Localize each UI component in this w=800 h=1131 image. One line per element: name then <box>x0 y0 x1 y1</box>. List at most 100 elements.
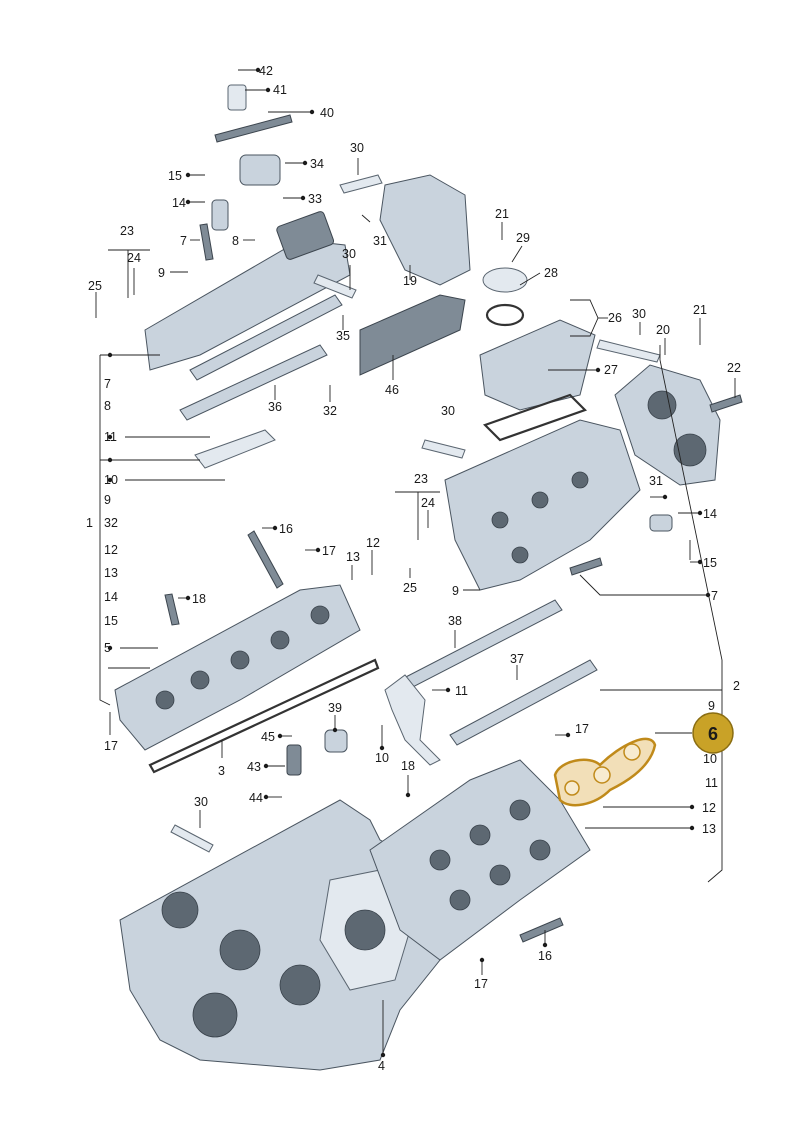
right-cylinder-head-lower <box>369 759 591 961</box>
callout-33[interactable]: 33 <box>308 192 322 206</box>
callout-12-a[interactable]: 12 <box>366 536 380 550</box>
callout-25-a[interactable]: 25 <box>88 279 102 293</box>
callout-23-a[interactable]: 23 <box>120 224 134 238</box>
callout-21-a[interactable]: 21 <box>495 207 509 221</box>
camshafts-right <box>399 599 598 746</box>
bracket-1-item-15[interactable]: 15 <box>104 614 118 628</box>
callout-20[interactable]: 20 <box>656 323 670 337</box>
high-pressure-fuel-pump <box>214 84 293 186</box>
callout-3[interactable]: 3 <box>218 764 225 778</box>
left-cylinder-head <box>114 584 361 751</box>
callout-31-b[interactable]: 31 <box>649 474 663 488</box>
bracket-1-item-11[interactable]: 11 <box>104 430 117 444</box>
callout-9-b[interactable]: 9 <box>452 584 459 598</box>
callout-29[interactable]: 29 <box>516 231 530 245</box>
callout-46[interactable]: 46 <box>385 383 399 397</box>
callout-31-a[interactable]: 31 <box>373 234 387 248</box>
callout-11-b[interactable]: 11 <box>455 684 468 698</box>
bracket-2-item-10[interactable]: 10 <box>703 752 717 766</box>
bolts <box>164 223 743 943</box>
callout-14-b[interactable]: 14 <box>703 507 717 521</box>
bracket-1-item-12[interactable]: 12 <box>104 543 118 557</box>
highlight-badge-6[interactable]: 6 <box>692 712 734 754</box>
callout-37[interactable]: 37 <box>510 652 524 666</box>
highlight-badge-label: 6 <box>708 724 718 744</box>
callout-41[interactable]: 41 <box>273 83 287 97</box>
callout-32-a[interactable]: 32 <box>323 404 337 418</box>
callout-16-b[interactable]: 16 <box>538 949 552 963</box>
sealant-tubes <box>170 174 661 853</box>
callout-45[interactable]: 45 <box>261 730 275 744</box>
callout-42[interactable]: 42 <box>259 64 273 78</box>
bracket-1-item-7[interactable]: 7 <box>104 377 111 391</box>
bracket-2-item-12[interactable]: 12 <box>702 801 716 815</box>
callout-22[interactable]: 22 <box>727 361 741 375</box>
bracket-1-item-32[interactable]: 32 <box>104 516 118 530</box>
callout-19[interactable]: 19 <box>403 274 417 288</box>
callout-30-e[interactable]: 30 <box>194 795 208 809</box>
callout-28[interactable]: 28 <box>544 266 558 280</box>
bracket-2-item-9[interactable]: 9 <box>708 699 715 713</box>
bracket-2-item-13[interactable]: 13 <box>702 822 716 836</box>
callout-39[interactable]: 39 <box>328 701 342 715</box>
callout-25-b[interactable]: 25 <box>403 581 417 595</box>
left-head-gasket <box>148 658 380 774</box>
callout-15-top[interactable]: 15 <box>168 169 182 183</box>
callout-8-top[interactable]: 8 <box>232 234 239 248</box>
callout-17-c[interactable]: 17 <box>575 722 589 736</box>
callout-15-b[interactable]: 15 <box>703 556 717 570</box>
callout-35[interactable]: 35 <box>336 329 350 343</box>
cam-bearing-bridge-left <box>194 429 276 469</box>
engine-block <box>119 799 441 1071</box>
bracket-2-label[interactable]: 2 <box>733 679 740 693</box>
callout-23-b[interactable]: 23 <box>414 472 428 486</box>
bracket-1-item-14[interactable]: 14 <box>104 590 118 604</box>
callout-18-b[interactable]: 18 <box>401 759 415 773</box>
callout-21-b[interactable]: 21 <box>693 303 707 317</box>
right-cylinder-head-upper <box>444 419 641 591</box>
callout-38[interactable]: 38 <box>448 614 462 628</box>
callout-7-top[interactable]: 7 <box>180 234 187 248</box>
leader-dots <box>107 67 711 1058</box>
callout-30-a[interactable]: 30 <box>350 141 364 155</box>
callout-labels: 42 41 40 34 33 15 14 7 8 30 31 19 23 24 … <box>86 64 741 1073</box>
bracket-1-item-9[interactable]: 9 <box>104 493 111 507</box>
callout-17-d[interactable]: 17 <box>474 977 488 991</box>
callout-24-a[interactable]: 24 <box>127 251 141 265</box>
callout-26[interactable]: 26 <box>608 311 622 325</box>
callout-14-top[interactable]: 14 <box>172 196 186 210</box>
callout-30-c[interactable]: 30 <box>632 307 646 321</box>
callout-4[interactable]: 4 <box>378 1059 385 1073</box>
bracket-1-item-8[interactable]: 8 <box>104 399 111 413</box>
callout-16-a[interactable]: 16 <box>279 522 293 536</box>
callout-30-d[interactable]: 30 <box>441 404 455 418</box>
bracket-2-item-11[interactable]: 11 <box>705 776 718 790</box>
callout-34[interactable]: 34 <box>310 157 324 171</box>
cam-bearing-bridge-right <box>384 674 441 766</box>
callout-43[interactable]: 43 <box>247 760 261 774</box>
heat-shield <box>359 294 466 376</box>
callout-17-b[interactable]: 17 <box>104 739 118 753</box>
callout-13-a[interactable]: 13 <box>346 550 360 564</box>
callout-7-b[interactable]: 7 <box>711 589 718 603</box>
callout-24-b[interactable]: 24 <box>421 496 435 510</box>
callout-18-a[interactable]: 18 <box>192 592 206 606</box>
callout-44[interactable]: 44 <box>249 791 263 805</box>
callout-30-b[interactable]: 30 <box>342 247 356 261</box>
bracket-1-item-5[interactable]: 5 <box>104 641 111 655</box>
callout-9-a[interactable]: 9 <box>158 266 165 280</box>
callout-17-a[interactable]: 17 <box>322 544 336 558</box>
leader-lines <box>95 69 736 1055</box>
timing-cover-right <box>614 364 721 486</box>
bracket-1-item-10[interactable]: 10 <box>104 473 118 487</box>
highlighted-gasket-6 <box>553 737 657 807</box>
timing-cover-left <box>379 174 471 286</box>
callout-40[interactable]: 40 <box>320 106 334 120</box>
bracket-1-label[interactable]: 1 <box>86 516 93 530</box>
callout-36[interactable]: 36 <box>268 400 282 414</box>
bracket-1-item-13[interactable]: 13 <box>104 566 118 580</box>
callout-10-b[interactable]: 10 <box>375 751 389 765</box>
callout-27[interactable]: 27 <box>604 363 618 377</box>
oil-filler-housing <box>479 267 596 411</box>
